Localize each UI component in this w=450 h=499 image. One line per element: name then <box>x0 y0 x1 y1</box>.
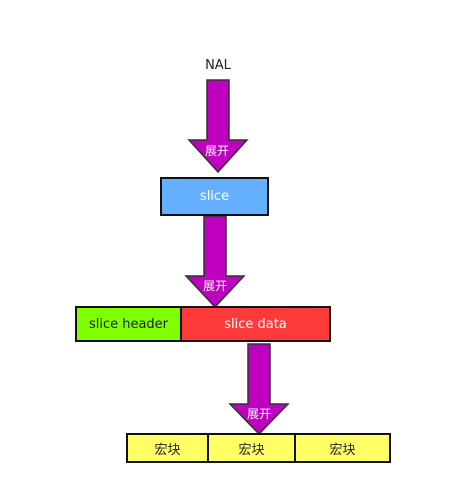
slice-data-label: slice data <box>224 316 287 332</box>
expand-arrow-2 <box>184 215 246 309</box>
macroblock-box: 宏块 <box>294 433 391 463</box>
slice-data-box: slice data <box>180 306 331 342</box>
expand-arrow-1 <box>187 79 249 174</box>
expand-label-1: 展开 <box>204 144 229 158</box>
expand-label-2: 展开 <box>202 279 227 293</box>
expand-arrow-3 <box>228 343 290 436</box>
expand-label-3: 展开 <box>246 407 271 421</box>
macroblock-box: 宏块 <box>126 433 209 463</box>
macroblock-box: 宏块 <box>207 433 296 463</box>
nal-label: NAL <box>205 58 231 73</box>
macroblock-label: 宏块 <box>329 442 356 458</box>
slice-label: slice <box>199 189 230 204</box>
macroblock-label: 宏块 <box>154 442 181 458</box>
macroblock-label: 宏块 <box>238 442 265 458</box>
slice-header-box: slice header <box>75 306 182 342</box>
slice-box: slice <box>160 177 269 216</box>
slice-header-label: slice header <box>88 316 169 332</box>
